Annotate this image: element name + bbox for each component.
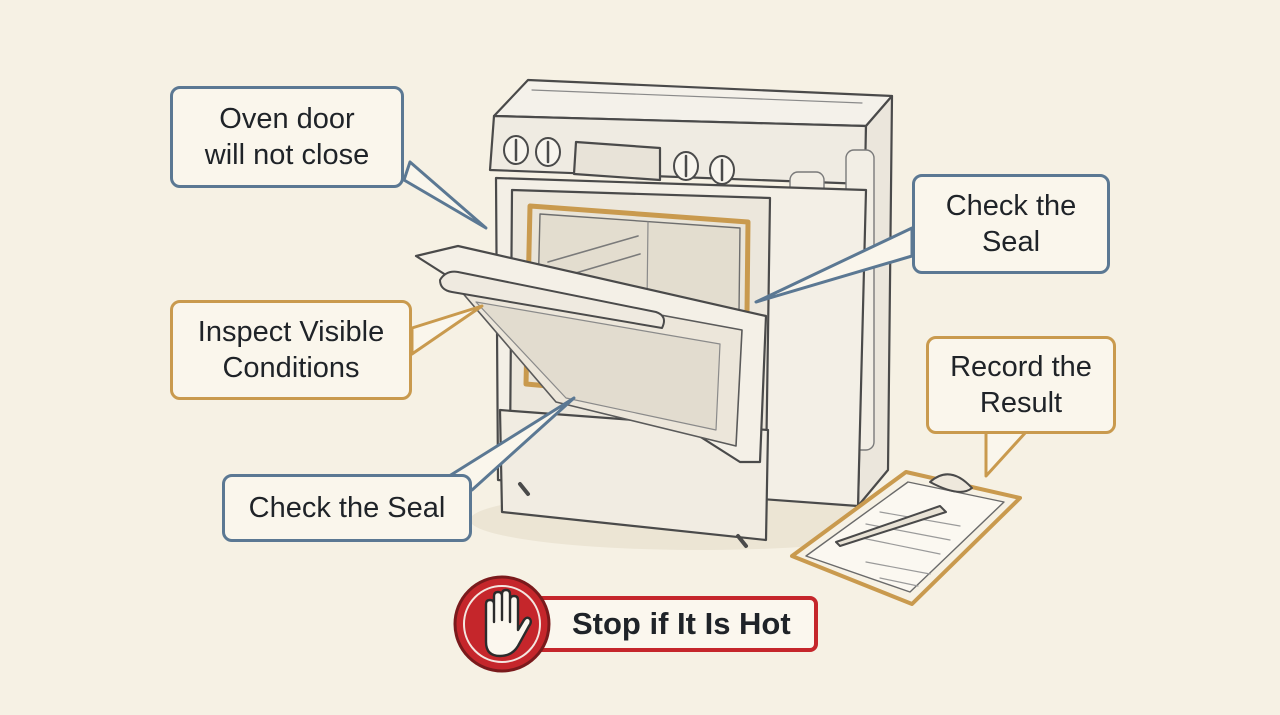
- callout-line: Conditions: [222, 352, 360, 384]
- callout-line: Result: [979, 387, 1063, 419]
- stop-warning-badge: Stop if It Is Hot: [452, 574, 822, 674]
- raised-hand-icon: [453, 575, 551, 673]
- callout-line: will not close: [204, 139, 370, 171]
- clipboard-icon: [790, 470, 1022, 606]
- callout-check-seal-bottom: Check the Seal: [222, 474, 472, 542]
- callout-record: Record the Result: [926, 336, 1116, 434]
- callout-line: Seal: [981, 226, 1041, 258]
- callout-line: Check the: [945, 190, 1077, 222]
- stop-warning-label: Stop if It Is Hot: [522, 596, 818, 652]
- callout-line: Check the Seal: [248, 492, 446, 524]
- callout-inspect: Inspect Visible Conditions: [170, 300, 412, 400]
- door-handle: [439, 270, 665, 329]
- callout-line: Inspect Visible: [197, 316, 385, 348]
- callout-line: Oven door: [219, 103, 355, 135]
- callout-line: Record the: [950, 351, 1092, 383]
- callout-oven-door: Oven door will not close: [170, 86, 404, 188]
- callout-check-seal-right: Check the Seal: [912, 174, 1110, 274]
- oven-display: [572, 140, 662, 182]
